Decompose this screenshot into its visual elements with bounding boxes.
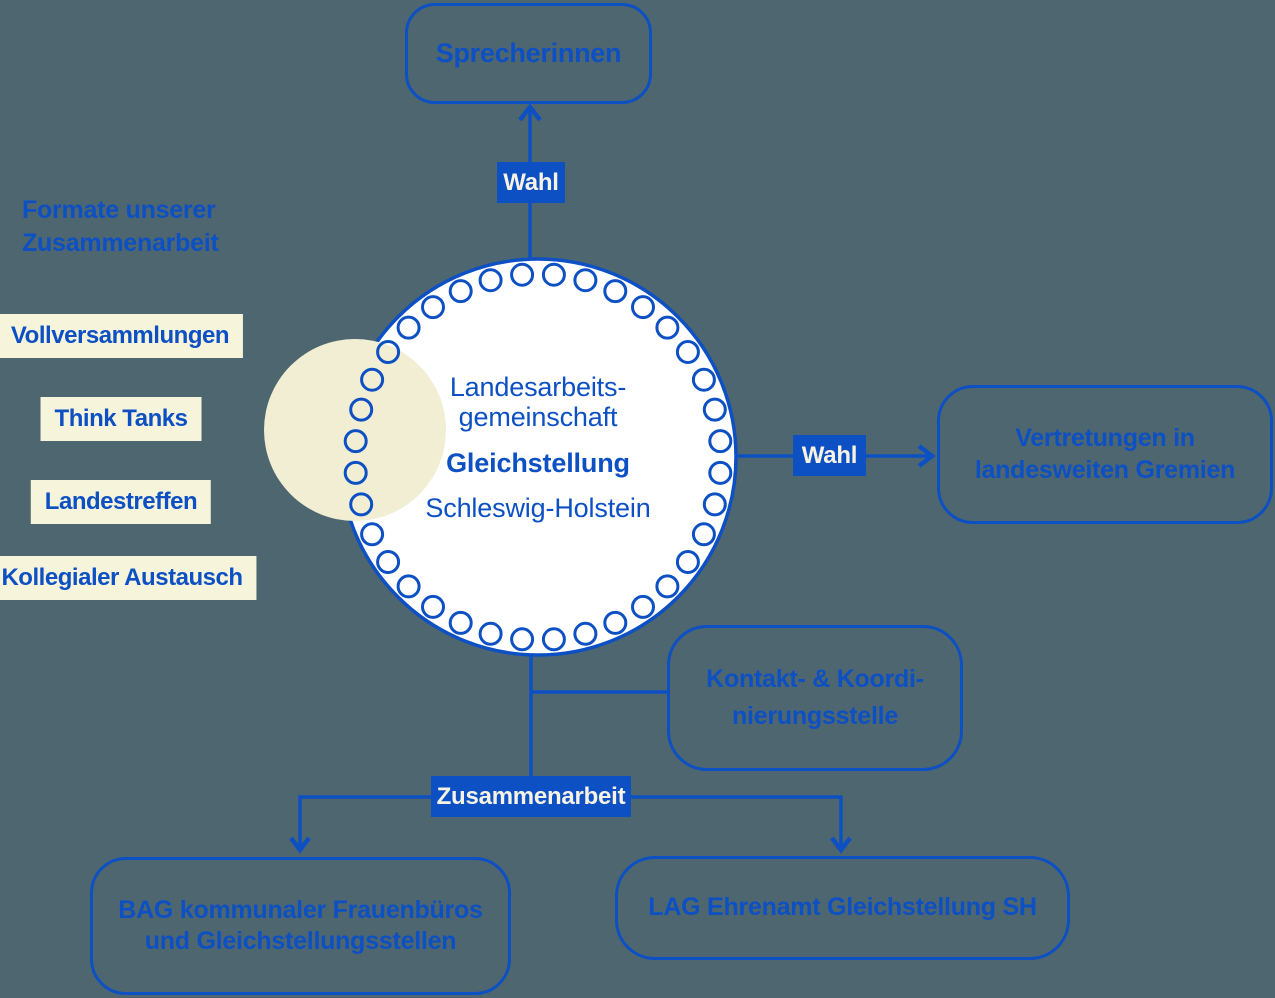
arrow-right-icon — [917, 444, 936, 468]
org-region: Schleswig-Holstein — [425, 493, 651, 524]
member-dot-ring-icon — [343, 262, 733, 652]
org-name-line1: Landesarbeits- — [449, 372, 627, 402]
edge-badge-zusammenarbeit: Zusammenarbeit — [431, 776, 631, 817]
node-vertretungen-line2: landesweiten Gremien — [974, 455, 1236, 484]
node-lag-ehrenamt: LAG Ehrenamt Gleichstellung SH — [615, 856, 1070, 960]
section-heading: Formate unserer Zusammenarbeit — [22, 194, 219, 259]
node-bag-frauenbueros: BAG kommunaler Frauenbüros und Gleichste… — [90, 857, 511, 995]
edge-badge-wahl-top: Wahl — [497, 162, 565, 203]
arrow-up-icon — [518, 103, 542, 122]
connector-lines — [289, 103, 936, 854]
section-heading-line2: Zusammenarbeit — [22, 228, 219, 257]
format-tag-landestreffen: Landestreffen — [30, 480, 212, 524]
format-tag-think-tanks: Think Tanks — [40, 397, 202, 441]
node-sprecherinnen-label: Sprecherinnen — [435, 37, 622, 68]
org-name-bold: Gleichstellung — [446, 448, 630, 479]
node-lag-label: LAG Ehrenamt Gleichstellung SH — [648, 893, 1037, 922]
center-circle-text: Landesarbeits- gemeinschaft Gleichstellu… — [388, 372, 688, 524]
edge-badge-wahl-right: Wahl — [793, 435, 866, 476]
node-bag-line2: und Gleichstellungsstellen — [144, 927, 457, 955]
node-vertretungen-line1: Vertretungen in — [1015, 424, 1195, 453]
format-tag-vollversammlungen: Vollversammlungen — [0, 314, 244, 358]
arrow-down-right-icon — [830, 836, 852, 854]
section-heading-line1: Formate unserer — [22, 196, 216, 224]
node-sprecherinnen: Sprecherinnen — [405, 3, 652, 104]
org-name-line2: gemeinschaft — [458, 402, 618, 433]
node-kontakt-koordinierungsstelle: Kontakt- & Koordi- nierungsstelle — [667, 625, 963, 771]
node-bag-line1: BAG kommunaler Frauenbüros — [118, 895, 483, 924]
node-kontakt-line1: Kontakt- & Koordi- — [706, 664, 924, 693]
node-vertretungen: Vertretungen in landesweiten Gremien — [937, 385, 1273, 524]
node-kontakt-line2: nierungsstelle — [732, 702, 898, 730]
format-tag-kollegialer-austausch: Kollegialer Austausch — [0, 556, 257, 600]
arrow-down-left-icon — [289, 836, 311, 854]
